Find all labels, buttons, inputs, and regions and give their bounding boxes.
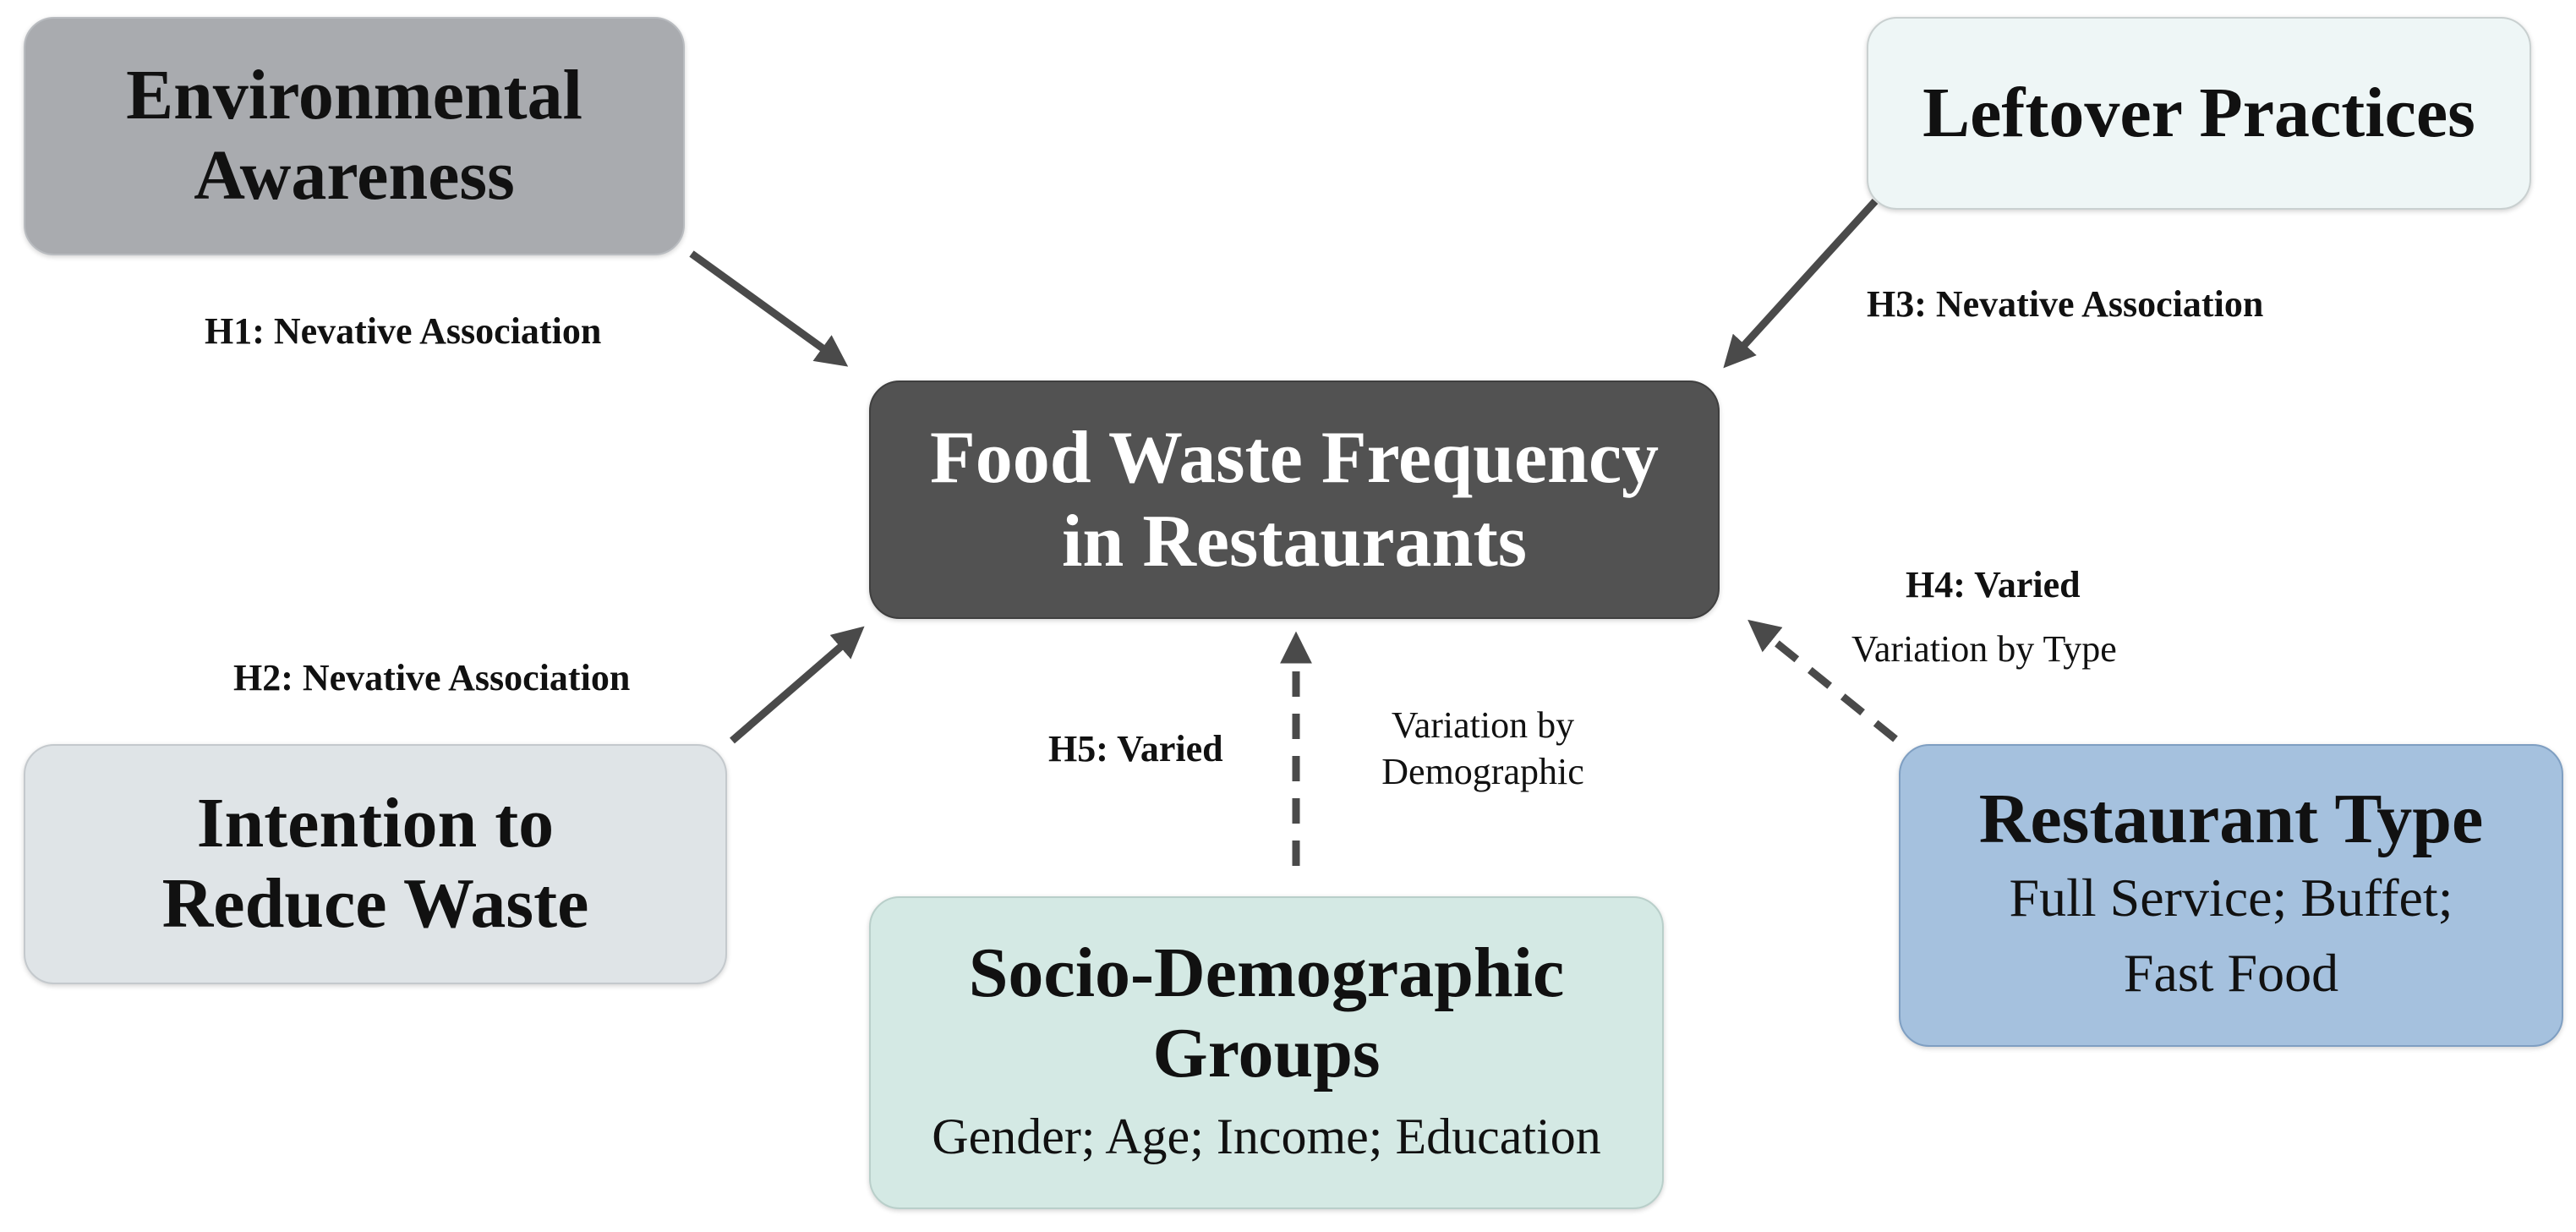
h5-note-line1: Variation by	[1391, 704, 1575, 746]
socio-demographic-title-line1: Socio-Demographic	[968, 934, 1565, 1013]
food-waste-frequency-node: Food Waste Frequency in Restaurants	[869, 381, 1720, 619]
h5-label: H5: Varied	[1048, 728, 1223, 769]
h2-label: H2: Nevative Association	[233, 657, 631, 698]
h4-label: H4: Varied	[1906, 564, 2081, 605]
restaurant-type-subtitle-line2: Fast Food	[2123, 943, 2339, 1004]
h3-label: H3: Nevative Association	[1867, 283, 2264, 325]
h4-note: Variation by Type	[1851, 628, 2117, 670]
food-waste-frequency-title-line1: Food Waste Frequency	[929, 416, 1660, 499]
leftover-practices-title: Leftover Practices	[1922, 73, 2475, 152]
socio-demographic-groups-node: Socio-Demographic Groups Gender; Age; In…	[869, 896, 1664, 1209]
intention-title-line2: Reduce Waste	[161, 864, 589, 943]
h2-arrow	[730, 626, 865, 744]
h1-label: H1: Nevative Association	[205, 310, 602, 352]
socio-demographic-subtitle: Gender; Age; Income; Education	[932, 1108, 1601, 1164]
environmental-awareness-node: Environmental Awareness	[24, 17, 685, 255]
h1-arrow	[689, 250, 849, 367]
environmental-awareness-title-line2: Awareness	[194, 136, 515, 215]
socio-demographic-title-line2: Groups	[1152, 1014, 1381, 1092]
h4-arrow	[1747, 619, 1898, 742]
h5-note-line2: Demographic	[1381, 751, 1584, 792]
environmental-awareness-title-line1: Environmental	[126, 56, 582, 135]
intention-title-line1: Intention to	[196, 784, 555, 863]
restaurant-type-title: Restaurant Type	[1978, 779, 2484, 858]
h5-note: Variation by Demographic	[1356, 702, 1610, 795]
h3-arrow	[1723, 198, 1879, 369]
restaurant-type-subtitle-line1: Full Service; Buffet;	[2009, 867, 2453, 928]
food-waste-frequency-title-line2: in Restaurants	[1061, 501, 1528, 583]
leftover-practices-node: Leftover Practices	[1867, 17, 2531, 210]
restaurant-type-node: Restaurant Type Full Service; Buffet; Fa…	[1899, 744, 2563, 1047]
intention-to-reduce-waste-node: Intention to Reduce Waste	[24, 744, 727, 984]
